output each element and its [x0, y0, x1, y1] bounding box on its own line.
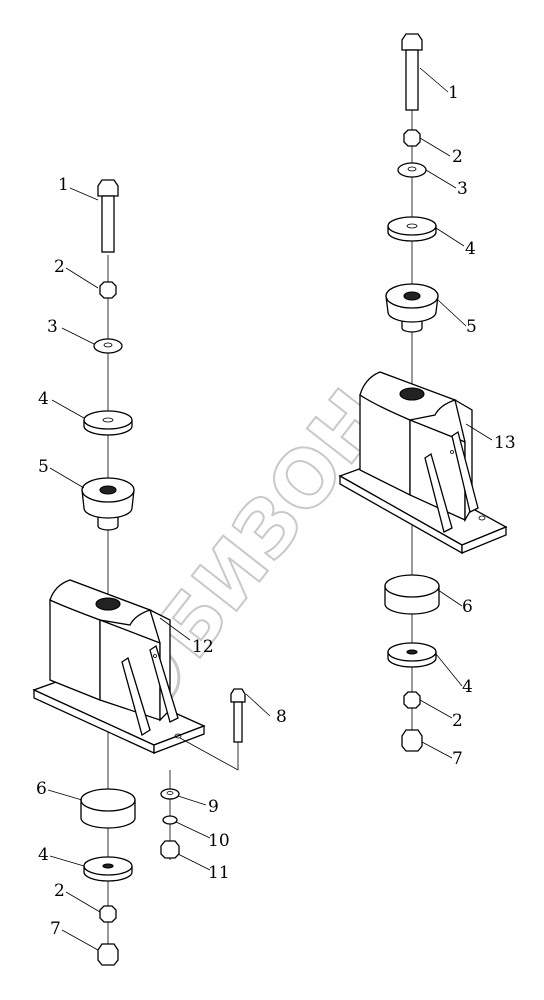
callout-right-bracket: 13: [494, 433, 516, 453]
callout-left-large-washer-top: 4: [38, 389, 49, 409]
left-cushion-top: [81, 477, 135, 531]
callout-right-nut-bottom: 2: [452, 711, 463, 731]
left-large-washer-top: [83, 410, 133, 436]
left-side-spring-washer: [162, 815, 178, 825]
callout-left-washer-top: 3: [47, 317, 58, 337]
callout-right-bolt-top: 1: [448, 83, 459, 103]
callout-left-bracket: 12: [192, 637, 214, 657]
right-bolt-top: [401, 33, 423, 111]
callout-left-side-spring-washer: 10: [208, 831, 230, 851]
callout-right-large-washer-bottom: 4: [462, 677, 473, 697]
callout-left-locknut: 7: [50, 919, 61, 939]
right-locknut: [401, 729, 423, 752]
right-cushion-bottom: [384, 574, 440, 615]
left-side-nut: [160, 840, 180, 859]
right-large-washer-top: [387, 216, 437, 242]
callout-left-large-washer-bottom: 4: [38, 845, 49, 865]
callout-left-cushion-top: 5: [38, 457, 49, 477]
callout-left-nut-bottom: 2: [54, 881, 65, 901]
callout-left-side-washer: 9: [208, 797, 219, 817]
left-locknut: [97, 943, 119, 966]
callout-left-nut-top: 2: [54, 257, 65, 277]
callout-labels: 1 2 3 4 5 12 8 9 10 11 6 4 2 7 1 2 3 4 5…: [36, 83, 516, 939]
callout-right-locknut: 7: [452, 749, 463, 769]
left-large-washer-bottom: [83, 856, 133, 882]
left-nut-bottom: [99, 905, 117, 923]
left-side-bolt: [179, 688, 246, 771]
callout-right-large-washer-top: 4: [465, 239, 476, 259]
callout-right-cushion-top: 5: [466, 317, 477, 337]
left-nut-top: [99, 281, 117, 299]
left-cushion-bottom: [80, 788, 136, 829]
right-washer-top: [397, 162, 427, 178]
left-assembly: [32, 179, 271, 966]
right-large-washer-bottom: [387, 642, 437, 668]
left-side-washer: [160, 788, 180, 800]
callout-left-side-nut: 11: [208, 863, 230, 883]
right-nut-bottom: [403, 691, 421, 709]
callout-right-washer-top: 3: [457, 179, 468, 199]
callout-right-cushion-bottom: 6: [462, 597, 473, 617]
callout-left-side-bolt: 8: [276, 707, 287, 727]
callout-left-bolt-top: 1: [58, 175, 69, 195]
right-cushion-top: [385, 283, 439, 333]
left-washer-top: [93, 338, 123, 354]
right-assembly: [338, 33, 508, 759]
left-bolt-top: [97, 179, 119, 253]
right-bracket: [338, 371, 508, 555]
left-bracket: [32, 579, 206, 755]
callout-left-cushion-bottom: 6: [36, 779, 47, 799]
callout-right-nut-top: 2: [452, 147, 463, 167]
right-nut-top: [403, 129, 421, 147]
